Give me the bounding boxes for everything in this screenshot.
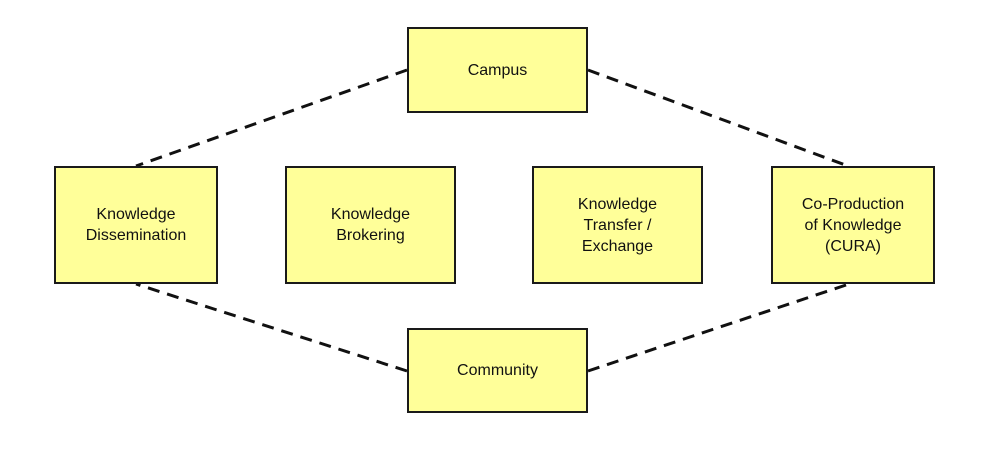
edge-campus-dissemination xyxy=(135,68,408,168)
node-knowledge-brokering: Knowledge Brokering xyxy=(285,166,456,284)
edge-campus-coproduction xyxy=(587,68,849,168)
edge-community-coproduction xyxy=(587,282,850,373)
node-knowledge-brokering-label: Knowledge Brokering xyxy=(330,206,411,244)
node-community: Community xyxy=(407,328,588,413)
node-knowledge-dissemination: Knowledge Dissemination xyxy=(54,166,218,284)
node-co-production-of-knowledge-label: Co-Production of Knowledge (CURA) xyxy=(801,195,905,255)
node-co-production-of-knowledge: Co-Production of Knowledge (CURA) xyxy=(771,166,935,284)
node-knowledge-transfer-exchange-label: Knowledge Transfer / Exchange xyxy=(577,195,658,255)
node-campus-label: Campus xyxy=(467,61,528,79)
node-knowledge-transfer-exchange: Knowledge Transfer / Exchange xyxy=(532,166,703,284)
edge-community-dissemination xyxy=(135,282,408,373)
node-community-label: Community xyxy=(457,362,538,379)
node-campus: Campus xyxy=(407,27,588,113)
node-knowledge-dissemination-label: Knowledge Dissemination xyxy=(85,206,187,244)
